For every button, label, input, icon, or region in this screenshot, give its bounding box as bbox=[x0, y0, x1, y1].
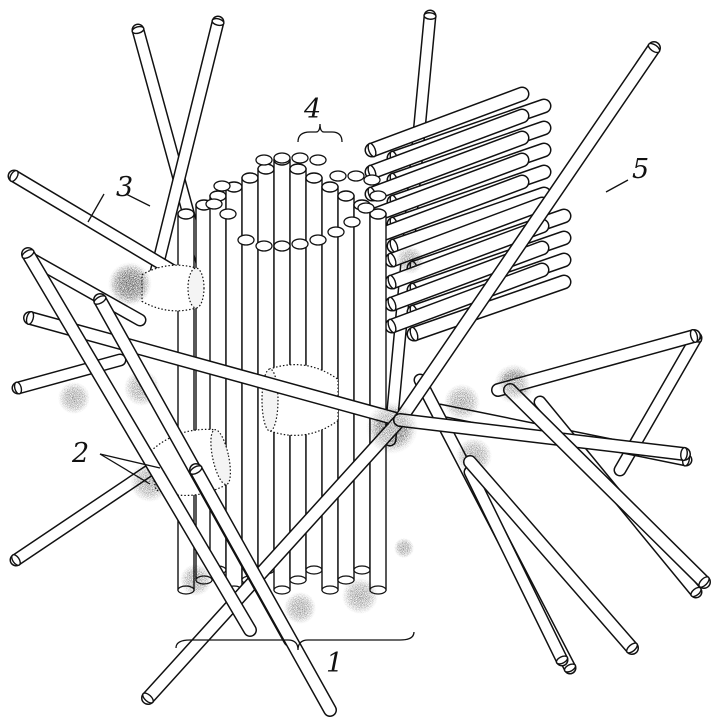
microtubule bbox=[463, 455, 639, 655]
label-1: 1 bbox=[326, 648, 343, 679]
leader-2b bbox=[99, 453, 151, 485]
triplet-cross-section bbox=[255, 154, 273, 166]
centriole-1-microtubule bbox=[337, 190, 355, 585]
stipple-cluster bbox=[58, 382, 90, 414]
microtubule bbox=[189, 463, 337, 717]
leader-3a bbox=[125, 193, 151, 207]
triplet-cross-section bbox=[219, 208, 237, 220]
microtubule bbox=[491, 328, 701, 397]
centriole-5-microtubule bbox=[406, 274, 572, 342]
label-2: 2 bbox=[71, 438, 89, 469]
leader-3b bbox=[87, 193, 105, 223]
microtubule bbox=[463, 465, 569, 667]
triplet-cross-section bbox=[273, 152, 291, 164]
microtubule bbox=[143, 15, 225, 303]
label-5: 5 bbox=[632, 154, 649, 185]
nucleation-focus bbox=[366, 402, 418, 454]
nucleation-focus bbox=[110, 264, 150, 304]
stipple-cluster bbox=[284, 592, 316, 624]
microtubule bbox=[503, 383, 711, 589]
leader-2a bbox=[99, 453, 161, 469]
centriole-5-microtubule bbox=[386, 186, 552, 254]
second-centriole-bundle bbox=[364, 86, 572, 342]
centriole-1-microtubule bbox=[353, 199, 371, 575]
triplet-cross-section bbox=[309, 154, 327, 166]
microtubule bbox=[23, 310, 407, 427]
microtubule bbox=[11, 353, 127, 395]
triplet-cross-section bbox=[309, 234, 327, 246]
triplet-cross-section bbox=[369, 190, 387, 202]
microtubule bbox=[9, 463, 157, 567]
microtubule-nucleation-foci bbox=[110, 264, 530, 454]
label-leaders bbox=[87, 123, 629, 651]
nucleation-focus bbox=[498, 368, 530, 400]
bracket-1 bbox=[175, 631, 415, 651]
microtubule bbox=[141, 413, 407, 705]
microtubule bbox=[393, 41, 661, 427]
foreground-microtubules bbox=[21, 41, 711, 717]
stipple-cluster bbox=[394, 538, 414, 558]
centriole-5-microtubule bbox=[364, 86, 530, 158]
satellite-cone bbox=[141, 264, 205, 312]
centriole-5-microtubule bbox=[364, 108, 530, 180]
triplet-cross-section bbox=[291, 238, 309, 250]
triplet-cross-section bbox=[347, 170, 365, 182]
triplet-cross-section bbox=[255, 240, 273, 252]
triplet-cross-section bbox=[273, 240, 291, 252]
stipple-cluster bbox=[180, 564, 212, 596]
triplet-cross-section bbox=[357, 202, 375, 214]
triplet-cross-section bbox=[327, 226, 345, 238]
triplet-cross-section bbox=[291, 152, 309, 164]
triplet-cross-section bbox=[343, 216, 361, 228]
centriole-1-microtubule bbox=[369, 208, 387, 595]
triplet-cross-section bbox=[205, 198, 223, 210]
stipple-cluster bbox=[342, 578, 378, 614]
bracket-4 bbox=[297, 123, 343, 143]
triplet-cross-section bbox=[363, 174, 381, 186]
centriole-5-microtubule bbox=[384, 218, 550, 290]
triplet-cross-section bbox=[237, 234, 255, 246]
microtubule bbox=[393, 413, 691, 462]
triplet-cross-section bbox=[329, 170, 347, 182]
label-3: 3 bbox=[116, 172, 133, 203]
triplet-cross-section bbox=[213, 180, 231, 192]
centriole-5-microtubule bbox=[384, 262, 550, 334]
stipple-cluster bbox=[396, 246, 424, 274]
stipple-cluster bbox=[444, 384, 480, 420]
label-4: 4 bbox=[303, 94, 321, 125]
microtubule bbox=[21, 247, 257, 637]
leader-5 bbox=[605, 179, 629, 193]
